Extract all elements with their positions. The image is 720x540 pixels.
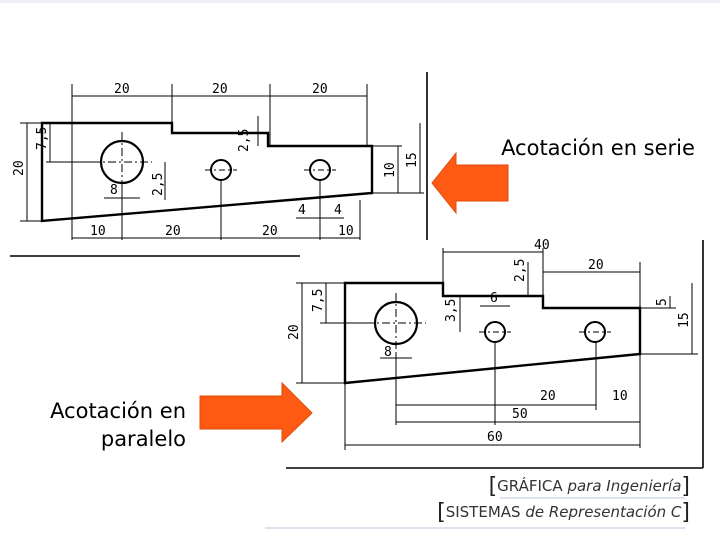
footer-grafica: GRÁFICA [497,477,563,495]
footer-sistemas: SISTEMAS [445,503,521,521]
svg-text:7,5: 7,5 [35,127,50,150]
svg-text:10: 10 [90,224,106,239]
svg-text:2,5: 2,5 [513,259,528,282]
footer-divider-1 [500,497,685,499]
svg-text:4: 4 [298,203,306,218]
footer-para-ingenieria: para Ingeniería [567,477,682,495]
svg-text:8: 8 [384,345,392,360]
label-acotacion-serie: Acotación en serie [501,136,695,160]
svg-text:3,5: 3,5 [444,299,459,322]
svg-text:5: 5 [655,298,670,306]
svg-text:10: 10 [338,224,354,239]
svg-text:20: 20 [165,224,181,239]
svg-text:20: 20 [262,224,278,239]
svg-text:20: 20 [212,82,228,97]
svg-text:15: 15 [677,312,692,328]
svg-text:20: 20 [540,389,556,404]
footer-line-1: [GRÁFICA para Ingeniería] [488,474,690,499]
svg-text:20: 20 [287,324,302,340]
arrow-left-icon [431,151,509,215]
svg-text:40: 40 [534,238,550,253]
svg-text:8: 8 [110,183,118,198]
svg-text:2,5: 2,5 [237,129,252,152]
svg-text:20: 20 [312,82,328,97]
top-rule [0,0,720,3]
svg-text:20: 20 [588,258,604,273]
svg-text:15: 15 [405,152,420,168]
svg-text:10: 10 [612,389,628,404]
footer-divider-2 [265,527,685,529]
svg-text:4: 4 [334,203,342,218]
svg-text:7,5: 7,5 [311,289,326,312]
svg-text:10: 10 [383,162,398,178]
svg-text:20: 20 [114,82,130,97]
svg-text:20: 20 [12,160,27,176]
label-acotacion-paralelo: Acotación en paralelo [50,399,186,451]
svg-text:2,5: 2,5 [151,173,166,196]
svg-text:50: 50 [512,407,528,422]
svg-text:60: 60 [487,430,503,445]
footer-line-2: [SISTEMAS de Representación C] [437,500,690,525]
footer-de-representacion: de Representación C [525,503,682,521]
arrow-right-icon [199,381,313,444]
svg-text:6: 6 [490,291,498,306]
